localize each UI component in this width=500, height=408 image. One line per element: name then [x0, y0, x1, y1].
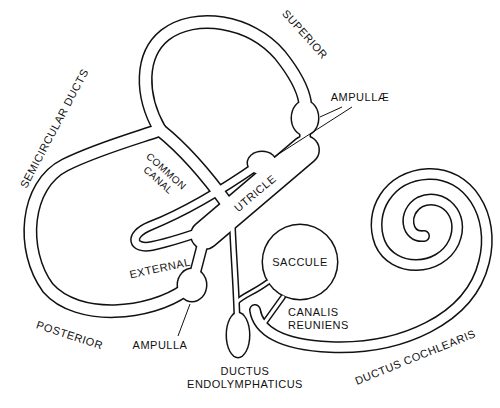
sac-lumen — [178, 101, 337, 357]
part-label: UTRICLE — [231, 172, 278, 214]
part-label: POSTERIOR — [35, 318, 105, 352]
part-label: EXTERNAL — [128, 255, 191, 281]
leader-lines — [178, 107, 352, 336]
duct-lumen — [30, 22, 486, 347]
duct-outlines — [30, 22, 486, 347]
part-label: DUCTUS COCHLEARIS — [353, 327, 477, 387]
part-label: AMPULLÆ — [331, 91, 390, 104]
part-label: SEMICIRCULAR DUCTS — [18, 66, 92, 190]
part-label: SUPERIOR — [280, 7, 331, 61]
part-label: AMPULLA — [133, 339, 188, 352]
part-label: CANALIS REUNIENS — [288, 306, 354, 332]
part-label: SACCULE — [272, 256, 327, 269]
part-label: DUCTUS ENDOLYMPHATICUS — [183, 365, 307, 391]
part-label: COMMON CANAL — [133, 148, 191, 203]
